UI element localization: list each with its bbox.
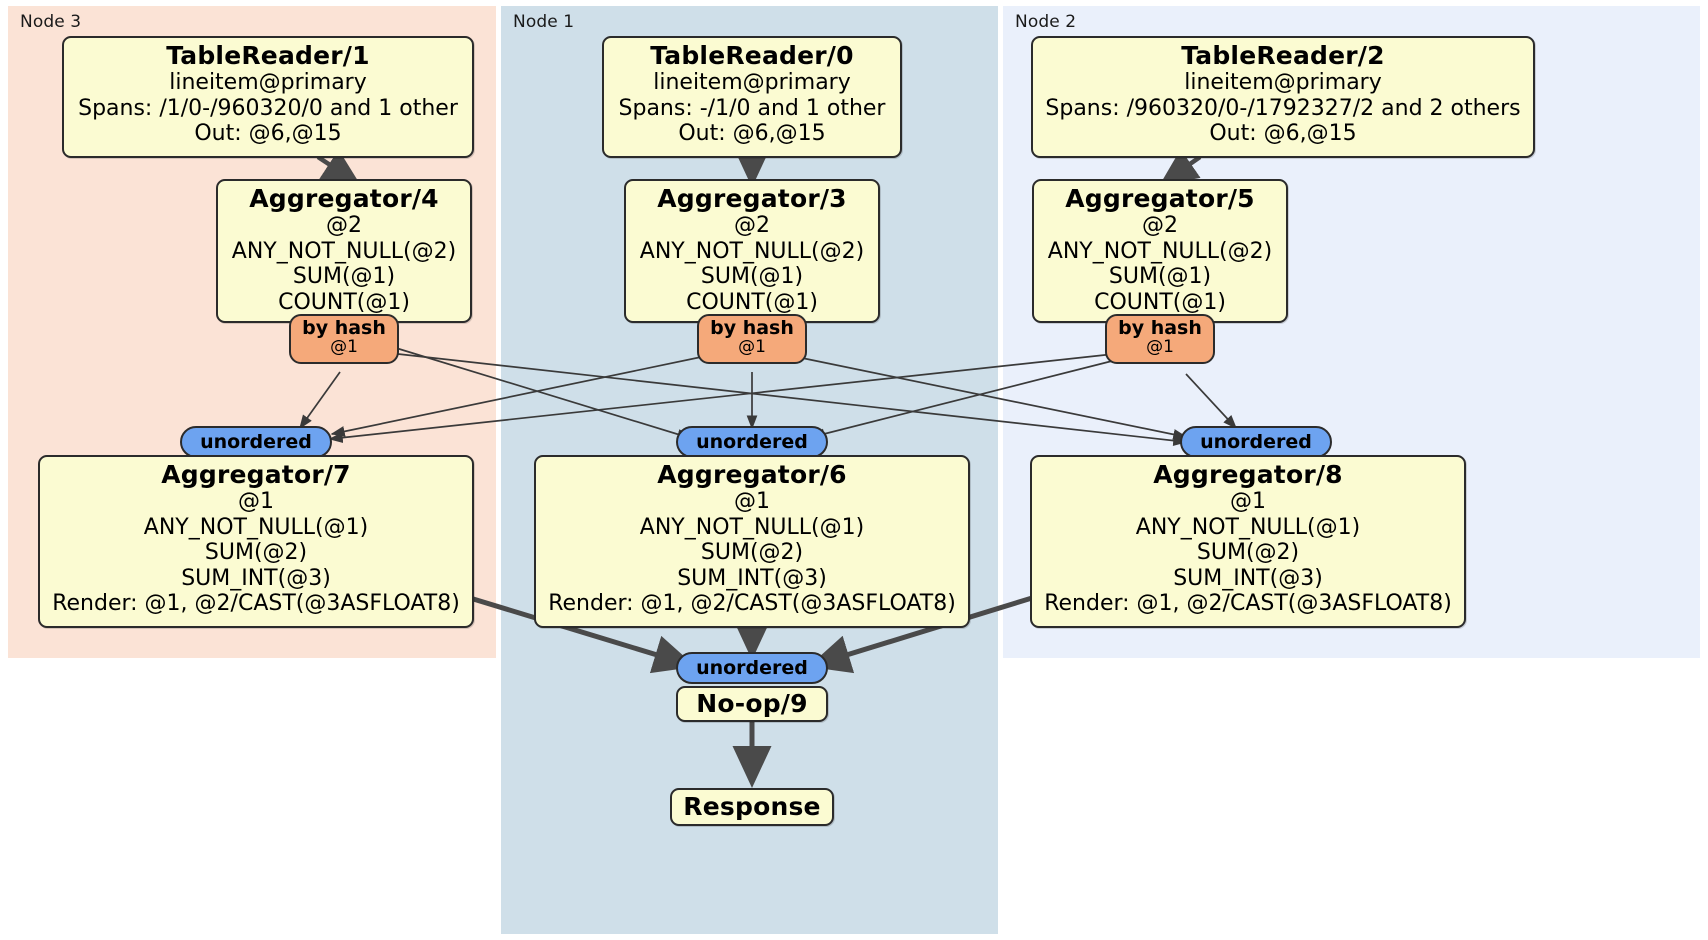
processor-box-no-op-9[interactable]: No-op/9 <box>676 686 828 722</box>
box-detail-line: SUM(@2) <box>1196 540 1300 566</box>
box-detail-line: @2 <box>734 213 770 238</box>
router-kind-label: by hash <box>1118 317 1202 339</box>
box-title: Aggregator/4 <box>249 184 439 213</box>
stream-label: unordered <box>696 657 808 679</box>
stream-label: unordered <box>200 431 312 453</box>
box-detail-line: SUM_INT(@3) <box>1173 565 1323 591</box>
box-detail-line: COUNT(@1) <box>1094 289 1226 315</box>
box-detail-line: SUM(@1) <box>700 264 804 290</box>
processor-box-table-reader-0[interactable]: TableReader/0 lineitem@primary Spans: -/… <box>602 36 902 158</box>
box-title: TableReader/0 <box>650 41 854 70</box>
processor-box-table-reader-2[interactable]: TableReader/2 lineitem@primary Spans: /9… <box>1031 36 1535 158</box>
processor-box-aggregator-5[interactable]: Aggregator/5 @2 ANY_NOT_NULL(@2) SUM(@1)… <box>1032 179 1288 323</box>
box-title: Aggregator/7 <box>161 460 351 489</box>
box-detail-line: SUM_INT(@3) <box>677 565 827 591</box>
processor-box-aggregator-3[interactable]: Aggregator/3 @2 ANY_NOT_NULL(@2) SUM(@1)… <box>624 179 880 323</box>
router-badge-hash-center[interactable]: by hash @1 <box>697 314 807 364</box>
box-detail-line: COUNT(@1) <box>686 289 818 315</box>
box-detail-line: @2 <box>326 213 362 238</box>
box-detail-line: lineitem@primary <box>169 70 367 95</box>
processor-box-aggregator-4[interactable]: Aggregator/4 @2 ANY_NOT_NULL(@2) SUM(@1)… <box>216 179 472 323</box>
box-detail-line: Render: @1, @2/CAST(@3ASFLOAT8) <box>548 591 956 617</box>
stream-pill-unordered-right[interactable]: unordered <box>1180 426 1332 458</box>
box-detail-line: SUM_INT(@3) <box>181 565 331 591</box>
box-detail-line: @1 <box>1230 489 1266 514</box>
box-detail-line: SUM(@1) <box>1108 264 1212 290</box>
box-detail-line: Render: @1, @2/CAST(@3ASFLOAT8) <box>1044 591 1452 617</box>
processor-box-table-reader-1[interactable]: TableReader/1 lineitem@primary Spans: /1… <box>62 36 474 158</box>
box-title: Aggregator/3 <box>657 184 847 213</box>
router-column-label: @1 <box>738 336 766 357</box>
box-detail-line: @1 <box>734 489 770 514</box>
stream-label: unordered <box>696 431 808 453</box>
stream-pill-unordered-center[interactable]: unordered <box>676 426 828 458</box>
stream-pill-unordered-left[interactable]: unordered <box>180 426 332 458</box>
box-detail-line: ANY_NOT_NULL(@2) <box>639 238 865 264</box>
box-detail-line: Render: @1, @2/CAST(@3ASFLOAT8) <box>52 591 460 617</box>
stream-pill-unordered-final[interactable]: unordered <box>676 652 828 684</box>
box-detail-line: lineitem@primary <box>653 70 851 95</box>
router-kind-label: by hash <box>710 317 794 339</box>
box-detail-line: Spans: /960320/0-/1792327/2 and 2 others <box>1045 95 1521 121</box>
box-detail-line: ANY_NOT_NULL(@2) <box>231 238 457 264</box>
box-detail-line: ANY_NOT_NULL(@1) <box>1135 514 1361 540</box>
box-detail-line: Out: @6,@15 <box>1209 121 1357 147</box>
box-detail-line: Spans: -/1/0 and 1 other <box>618 95 886 121</box>
box-detail-line: Out: @6,@15 <box>678 121 826 147</box>
box-title: TableReader/2 <box>1181 41 1385 70</box>
stream-label: unordered <box>1200 431 1312 453</box>
box-detail-line: ANY_NOT_NULL(@1) <box>143 514 369 540</box>
router-column-label: @1 <box>1146 336 1174 357</box>
box-detail-line: SUM(@1) <box>292 264 396 290</box>
box-detail-line: SUM(@2) <box>204 540 308 566</box>
router-badge-hash-right[interactable]: by hash @1 <box>1105 314 1215 364</box>
box-title: No-op/9 <box>696 689 808 718</box>
processor-box-aggregator-7[interactable]: Aggregator/7 @1 ANY_NOT_NULL(@1) SUM(@2)… <box>38 455 474 628</box>
router-column-label: @1 <box>330 336 358 357</box>
box-detail-line: @1 <box>238 489 274 514</box>
box-detail-line: Out: @6,@15 <box>194 121 342 147</box>
node-panel-label-node1: Node 1 <box>513 12 575 32</box>
box-title: Aggregator/6 <box>657 460 847 489</box>
processor-box-aggregator-8[interactable]: Aggregator/8 @1 ANY_NOT_NULL(@1) SUM(@2)… <box>1030 455 1466 628</box>
box-title: TableReader/1 <box>166 41 370 70</box>
box-detail-line: Spans: /1/0-/960320/0 and 1 other <box>78 95 458 121</box>
box-detail-line: @2 <box>1142 213 1178 238</box>
box-title: Aggregator/8 <box>1153 460 1343 489</box>
box-detail-line: SUM(@2) <box>700 540 804 566</box>
box-detail-line: COUNT(@1) <box>278 289 410 315</box>
processor-box-response[interactable]: Response <box>670 788 834 826</box>
box-detail-line: ANY_NOT_NULL(@2) <box>1047 238 1273 264</box>
box-detail-line: ANY_NOT_NULL(@1) <box>639 514 865 540</box>
node-panel-label-node2: Node 2 <box>1015 12 1077 32</box>
processor-box-aggregator-6[interactable]: Aggregator/6 @1 ANY_NOT_NULL(@1) SUM(@2)… <box>534 455 970 628</box>
box-title: Response <box>683 792 821 821</box>
box-detail-line: lineitem@primary <box>1184 70 1382 95</box>
router-badge-hash-left[interactable]: by hash @1 <box>289 314 399 364</box>
node-panel-label-node3: Node 3 <box>20 12 82 32</box>
box-title: Aggregator/5 <box>1065 184 1255 213</box>
router-kind-label: by hash <box>302 317 386 339</box>
